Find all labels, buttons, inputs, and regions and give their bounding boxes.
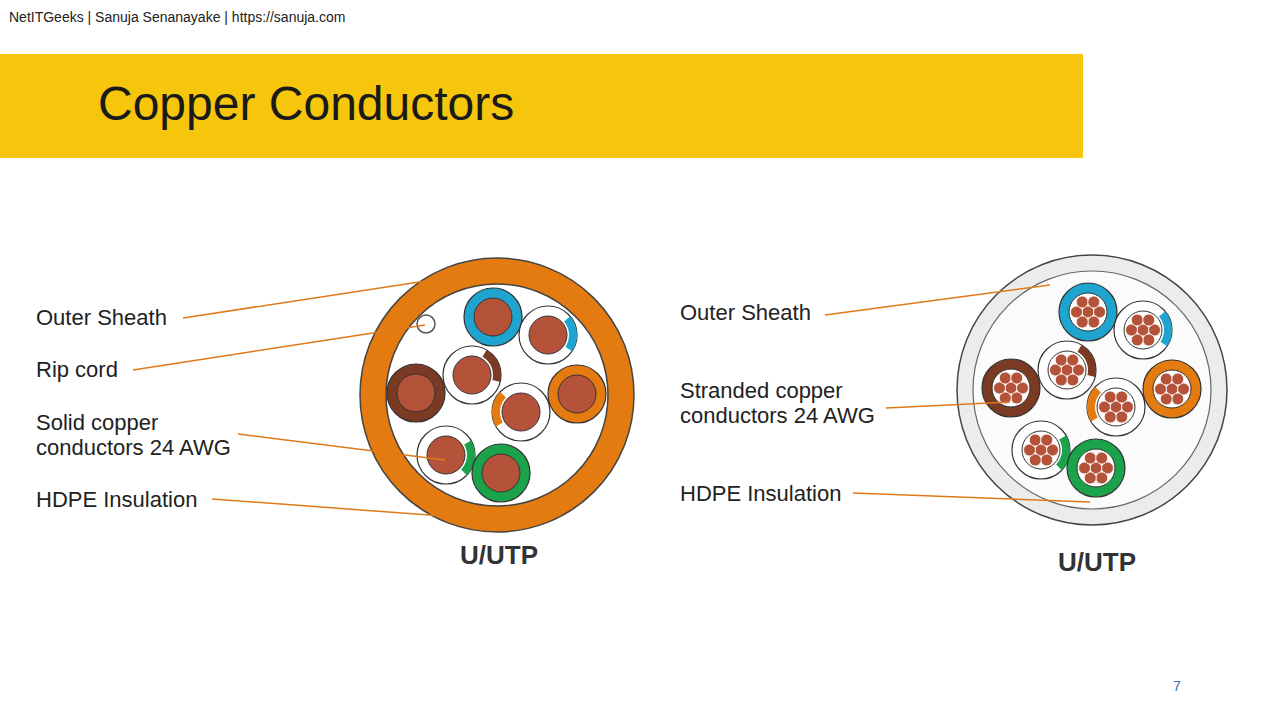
wire-stripe <box>513 300 583 370</box>
wire-insulation <box>1143 360 1201 418</box>
strand <box>1067 374 1079 386</box>
wire-stripe <box>412 421 480 489</box>
slide-title: Copper Conductors <box>98 76 514 132</box>
copper-core <box>1048 351 1086 389</box>
copper-core <box>558 375 596 413</box>
wire-stripe <box>1082 373 1150 441</box>
copper-core <box>1153 370 1191 408</box>
strand <box>1096 472 1108 484</box>
strand <box>1131 314 1143 326</box>
strand <box>1011 392 1023 404</box>
part-label: Outer Sheath <box>36 305 167 330</box>
strand <box>1143 334 1155 346</box>
header-text: NetITGeeks | Sanuja Senanayake | https:/… <box>9 9 345 26</box>
wire-insulation <box>519 306 577 364</box>
part-label: Stranded copper conductors 24 AWG <box>680 378 895 428</box>
wire-insulation <box>1087 378 1145 436</box>
part-label: Outer Sheath <box>680 300 811 325</box>
strand <box>1029 434 1041 446</box>
copper-core <box>453 356 491 394</box>
part-label: HDPE Insulation <box>36 487 197 512</box>
wire-insulation <box>548 365 606 423</box>
strand <box>999 372 1011 384</box>
copper-core <box>1022 431 1060 469</box>
part-label: Rip cord <box>36 357 118 382</box>
copper-core <box>1097 388 1135 426</box>
wire-insulation <box>387 364 445 422</box>
wire-insulation <box>464 288 522 346</box>
copper-core <box>474 298 512 336</box>
strand <box>1088 316 1100 328</box>
wire-stripe <box>1108 295 1178 365</box>
strand <box>1076 296 1088 308</box>
wire-insulation <box>472 444 530 502</box>
wire-insulation <box>1067 439 1125 497</box>
stranded-wires <box>982 283 1201 497</box>
strand <box>1116 411 1128 423</box>
wire-insulation <box>417 426 475 484</box>
strand <box>1143 314 1155 326</box>
strand <box>1104 391 1116 403</box>
wire-stripe <box>1007 416 1075 484</box>
wire-stripe <box>487 378 555 446</box>
wire-insulation <box>982 359 1040 417</box>
copper-core <box>1069 293 1107 331</box>
leader-lines <box>133 275 1090 520</box>
strand <box>1084 452 1096 464</box>
strand <box>1096 452 1108 464</box>
copper-core <box>502 393 540 431</box>
strand <box>1041 434 1053 446</box>
part-label: Solid copper conductors 24 AWG <box>36 410 251 460</box>
strand <box>1160 373 1172 385</box>
rip-cord <box>417 315 435 333</box>
strand <box>1041 454 1053 466</box>
strand <box>1011 372 1023 384</box>
page-number: 7 <box>1173 678 1181 695</box>
wire-insulation <box>1012 421 1070 479</box>
copper-core <box>427 436 465 474</box>
solid-cable <box>360 258 634 532</box>
part-label: HDPE Insulation <box>680 481 841 506</box>
wire-insulation <box>1114 301 1172 359</box>
strand <box>1055 354 1067 366</box>
strand <box>1172 393 1184 405</box>
copper-core <box>482 454 520 492</box>
copper-core <box>529 316 567 354</box>
copper-core <box>1124 311 1162 349</box>
wire-insulation <box>492 383 550 441</box>
stranded-cable <box>957 255 1227 525</box>
strand <box>1116 391 1128 403</box>
strand <box>1172 373 1184 385</box>
copper-core <box>992 369 1030 407</box>
cable-type: U/UTP <box>1058 547 1136 577</box>
copper-core <box>1077 449 1115 487</box>
strand <box>1067 354 1079 366</box>
copper-core <box>397 374 435 412</box>
cable-type: U/UTP <box>460 540 538 570</box>
strand <box>1088 296 1100 308</box>
solid-wires <box>387 288 606 502</box>
wire-insulation <box>1059 283 1117 341</box>
